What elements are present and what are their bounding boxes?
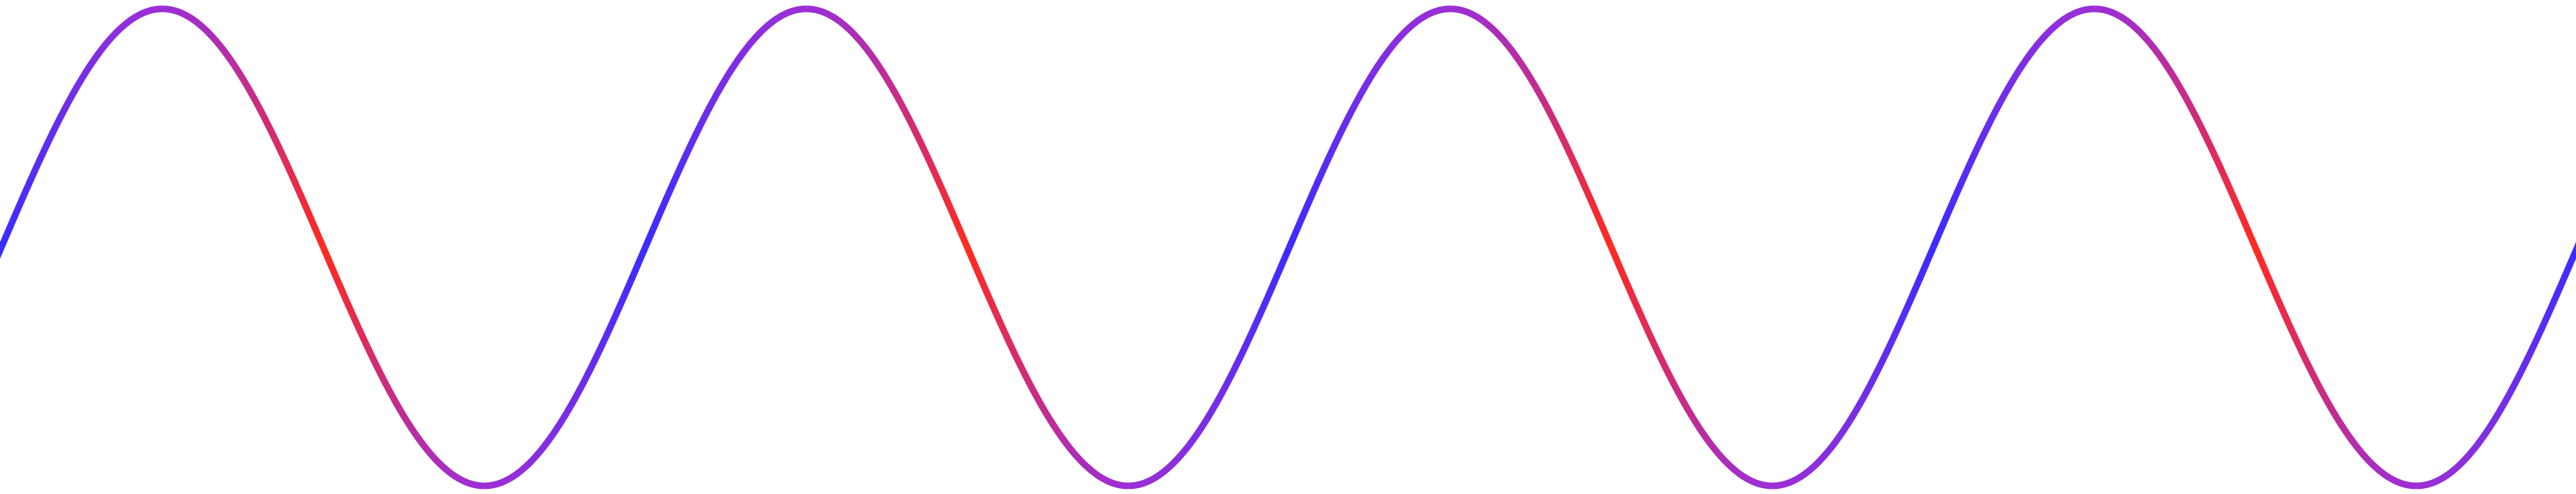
wave-segment <box>1772 246 1936 490</box>
wave-segment <box>806 5 971 249</box>
wave-segment <box>1608 246 1773 490</box>
wave-segment <box>2094 5 2259 249</box>
wave-segments <box>0 5 2576 490</box>
wave-segment <box>1286 5 1451 249</box>
wave-segment <box>2252 246 2417 490</box>
wave-segment <box>2416 246 2576 490</box>
wave-segment <box>1930 5 2095 249</box>
wave-segment <box>320 246 485 490</box>
wave-segment <box>0 247 4 259</box>
wave-segment <box>642 5 807 249</box>
wave-segment <box>1128 246 1292 490</box>
wave-segment <box>1450 5 1615 249</box>
wave-segment <box>484 246 648 490</box>
wave-segment <box>0 5 163 249</box>
wave-segment <box>964 246 1129 490</box>
wave-segment <box>162 5 327 249</box>
